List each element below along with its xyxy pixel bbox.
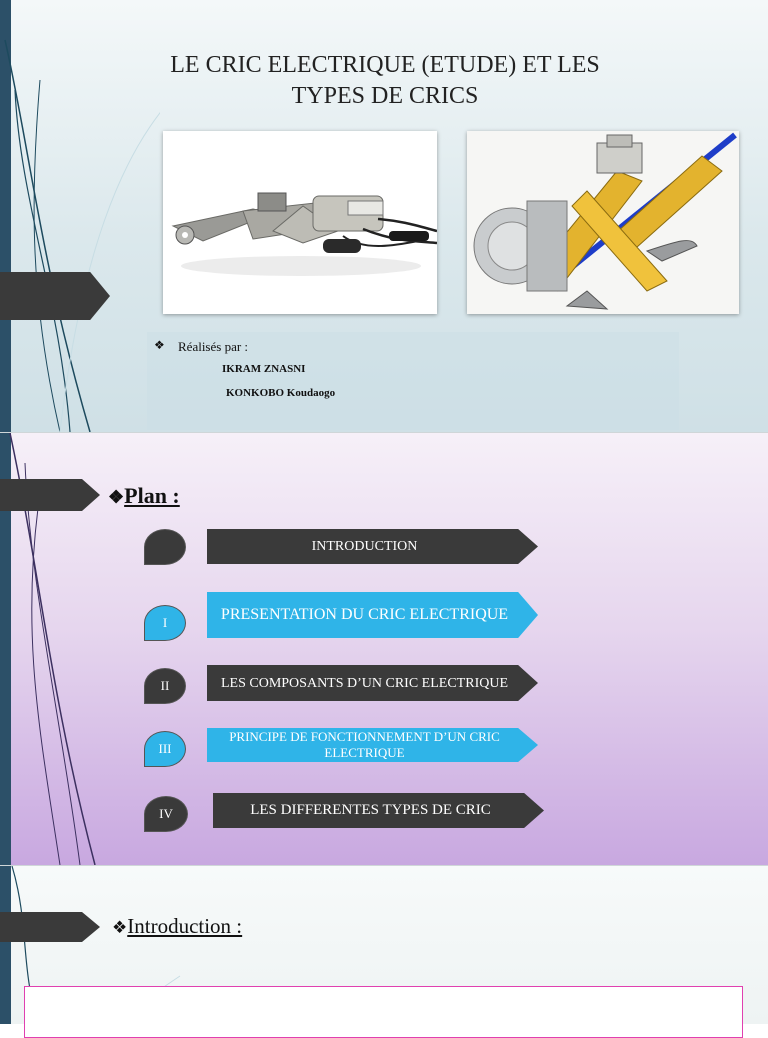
left-accent-bar — [0, 433, 11, 865]
slide-number-tab — [0, 912, 100, 942]
title-slide: LE CRIC ELECTRIQUE (ETUDE) ET LES TYPES … — [0, 0, 768, 432]
made-by-label: Réalisés par : — [178, 339, 249, 354]
diamond-bullet-icon: ❖ — [108, 487, 125, 507]
plan-item-composants[interactable]: LES COMPOSANTS D’UN CRIC ELECTRIQUE — [207, 665, 538, 701]
jack-photo-2 — [467, 131, 739, 314]
plan-heading: ❖Plan : — [108, 483, 180, 509]
plan-item-number-text: III — [158, 741, 172, 756]
jack-cad-image — [467, 131, 739, 314]
plan-item-number-text: I — [162, 615, 168, 630]
plan-slide: ❖Plan : INTRODUCTION I PRESENTATION DU C… — [0, 433, 768, 865]
plan-item-number-text: II — [160, 678, 170, 693]
title-line-2: TYPES DE CRICS — [291, 83, 479, 109]
plan-item-number: II — [144, 668, 186, 704]
diamond-bullet-icon: ❖ — [112, 918, 128, 937]
authors-box: ❖ Réalisés par : IKRAM ZNASNI KONKOBO Ko… — [147, 332, 679, 430]
page-title: LE CRIC ELECTRIQUE (ETUDE) ET LES TYPES … — [150, 50, 620, 112]
slide-separator — [0, 432, 768, 433]
plan-item-label: INTRODUCTION — [311, 538, 418, 554]
introduction-heading-text: Introduction : — [127, 914, 243, 938]
plan-item-number: IV — [144, 796, 188, 832]
author-2: KONKOBO Koudaogo — [226, 387, 336, 399]
slide-number-tab — [0, 272, 110, 320]
plan-item-label: LES COMPOSANTS D’UN CRIC ELECTRIQUE — [220, 675, 508, 691]
jack-photo-1 — [163, 131, 438, 314]
plan-item-presentation[interactable]: PRESENTATION DU CRIC ELECTRIQUE — [207, 592, 538, 638]
plan-item-introduction[interactable]: INTRODUCTION — [207, 529, 538, 564]
plan-heading-text: Plan : — [124, 483, 180, 508]
plan-item-types[interactable]: LES DIFFERENTES TYPES DE CRIC — [213, 793, 544, 828]
plan-item-label: PRESENTATION DU CRIC ELECTRIQUE — [220, 606, 509, 623]
plan-item-label: LES DIFFERENTES TYPES DE CRIC — [250, 802, 491, 818]
title-line-1: LE CRIC ELECTRIQUE (ETUDE) ET LES — [170, 52, 600, 78]
plan-item-principe[interactable]: PRINCIPE DE FONCTIONNEMENT D’UN CRIC ELE… — [207, 728, 538, 762]
decorative-swirl — [4, 39, 160, 432]
introduction-text-box — [24, 986, 743, 1038]
left-accent-bar — [0, 0, 11, 432]
left-accent-bar — [0, 866, 11, 1024]
plan-item-number: III — [144, 731, 186, 767]
diamond-bullet-icon: ❖ — [154, 338, 165, 352]
slide-number-tab — [0, 479, 100, 511]
plan-item-label: PRINCIPE DE FONCTIONNEMENT D’UN CRIC ELE… — [229, 729, 500, 760]
plan-item-number: I — [144, 605, 186, 641]
slide-separator — [0, 865, 768, 866]
plan-item-number-text: IV — [159, 806, 173, 821]
plan-item-number — [144, 529, 186, 565]
electric-jack-image — [163, 131, 438, 314]
author-1: IKRAM ZNASNI — [222, 363, 306, 375]
introduction-heading: ❖Introduction : — [112, 914, 242, 939]
